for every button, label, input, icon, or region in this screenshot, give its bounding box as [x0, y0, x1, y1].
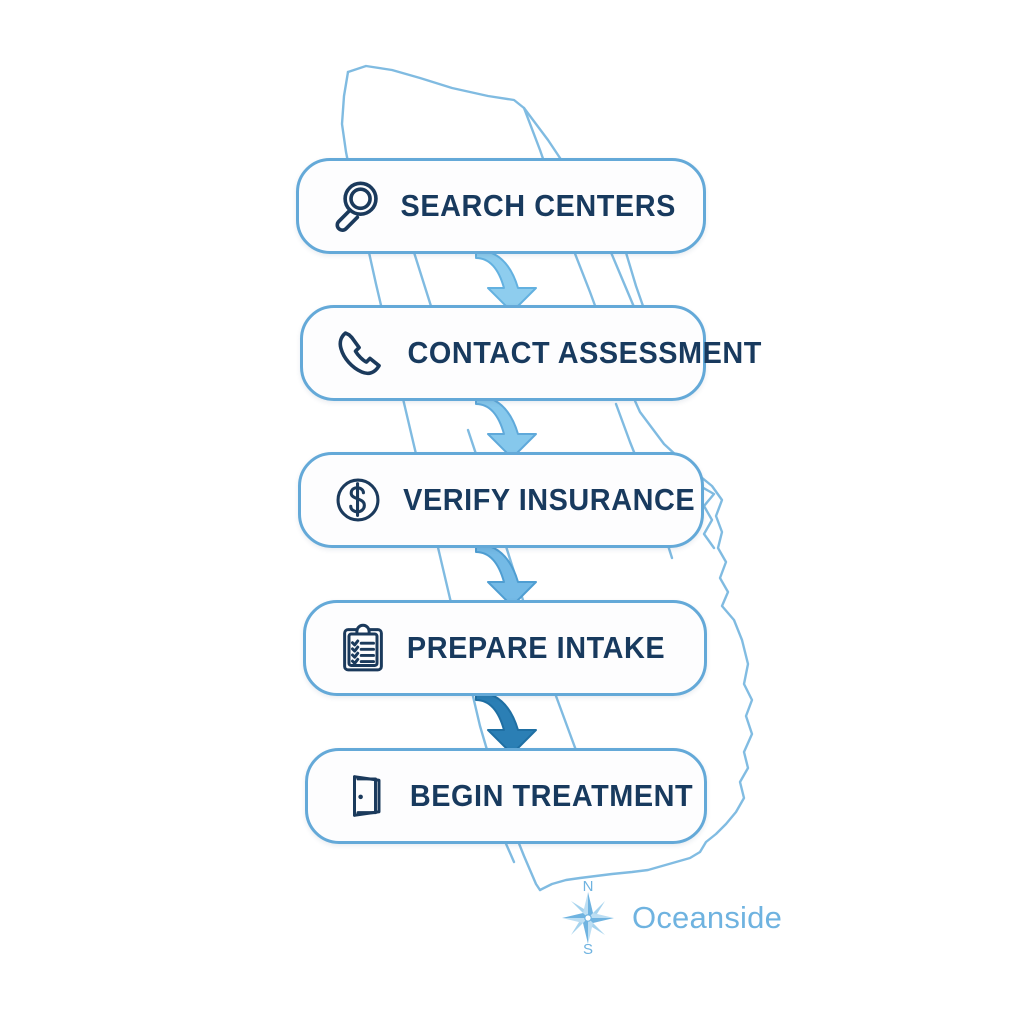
step-label-begin-treatment: BEGIN TREATMENT	[409, 778, 694, 813]
step-label-contact-assessment: CONTACT ASSESSMENT	[407, 335, 762, 370]
step-box-contact-assessment[interactable]: CONTACT ASSESSMENT	[300, 305, 761, 401]
phone-icon	[327, 320, 393, 386]
open-door-icon	[332, 763, 398, 829]
clipboard-checklist-icon	[330, 615, 396, 681]
compass-north-label: N	[582, 878, 594, 895]
magnifier-icon	[323, 173, 389, 239]
dollar-circle-icon	[325, 467, 391, 533]
place-label: Oceanside	[632, 900, 783, 935]
step-box-prepare-intake[interactable]: PREPARE INTAKE	[303, 600, 707, 696]
step-label-search-centers: SEARCH CENTERS	[400, 188, 676, 223]
step-box-verify-insurance[interactable]: VERIFY INSURANCE	[298, 452, 704, 548]
step-label-prepare-intake: PREPARE INTAKE	[406, 630, 666, 665]
compass-south-label: S	[582, 941, 593, 958]
compass-star	[562, 892, 614, 944]
map-legend: N	[548, 878, 783, 958]
step-box-search-centers[interactable]: SEARCH CENTERS	[296, 158, 706, 254]
step-box-begin-treatment[interactable]: BEGIN TREATMENT	[305, 748, 707, 844]
step-label-verify-insurance: VERIFY INSURANCE	[403, 482, 696, 517]
compass-rose-icon: N	[548, 878, 628, 958]
